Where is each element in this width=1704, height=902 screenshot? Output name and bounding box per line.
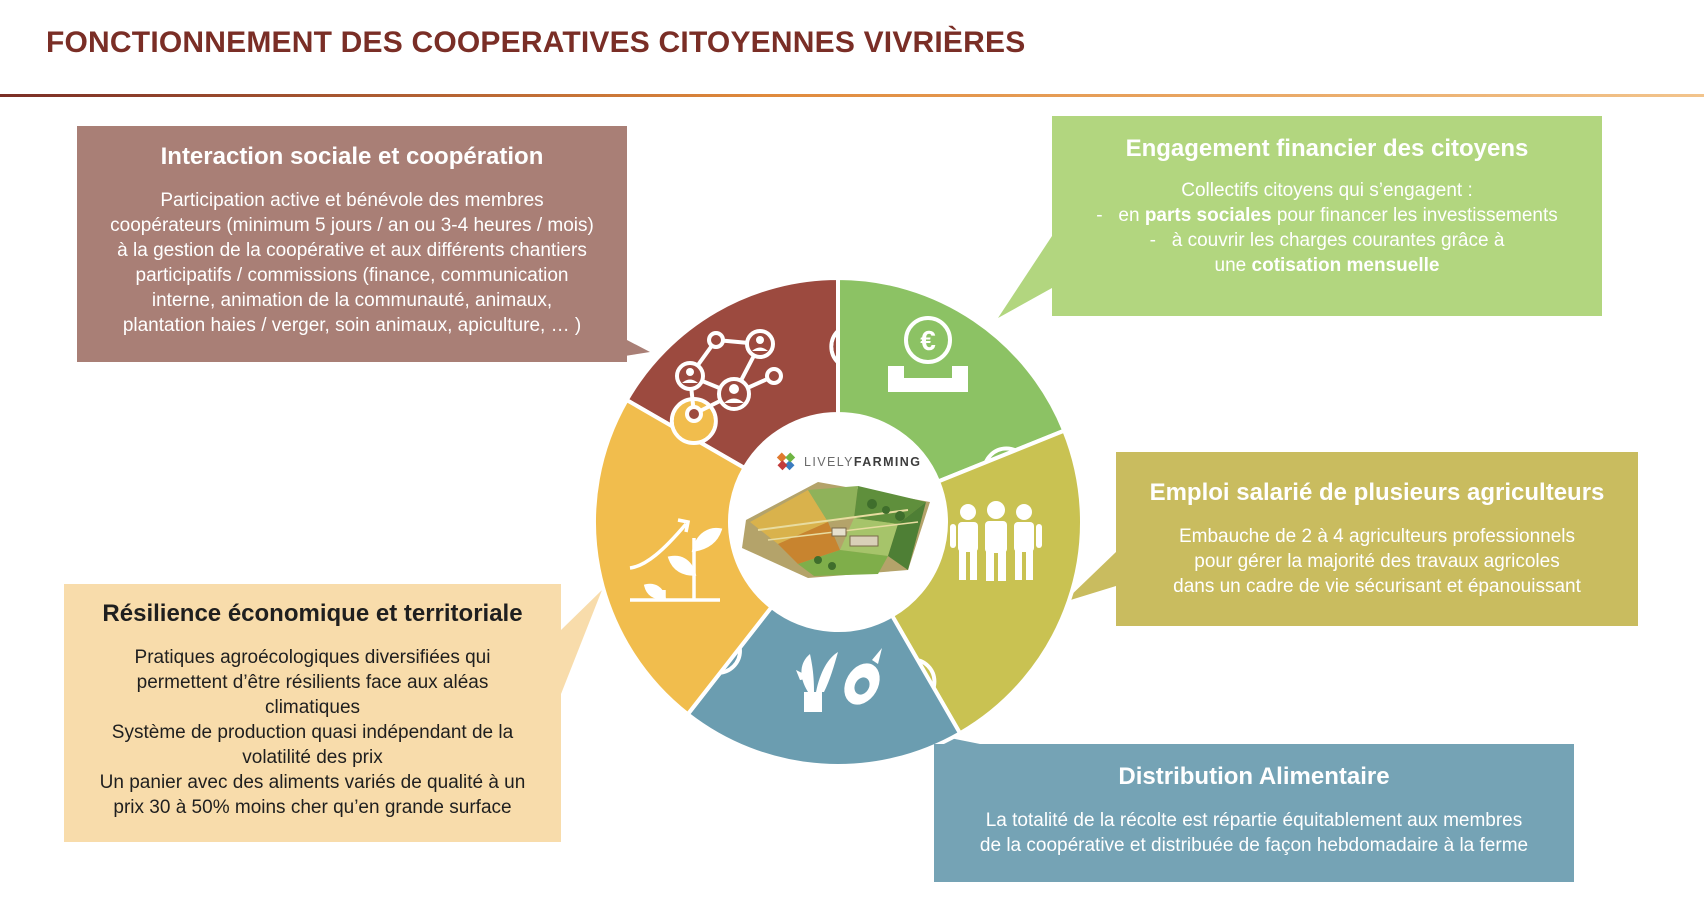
box-distrib-line: La totalité de la récolte est répartie é… [985, 810, 1523, 831]
box-resilience-title: Résilience économique et territoriale [102, 600, 523, 627]
growing-plant-icon [629, 518, 723, 602]
box-distrib-body: La totalité de la récolte est répartie é… [946, 808, 1562, 858]
box-finance-body: Collectifs citoyens qui s’engagent : - e… [1064, 178, 1590, 278]
box-social-interaction: Interaction sociale et coopération Parti… [77, 126, 627, 362]
box-finance-item-2: - à couvrir les charges courantes grâce … [1149, 230, 1505, 251]
box-social-line: coopérateurs (minimum 5 jours / an ou 3-… [110, 215, 594, 236]
box-social-line: plantation haies / verger, soin animaux,… [122, 315, 582, 336]
box-financial-engagement: Engagement financier des citoyens Collec… [1052, 116, 1602, 316]
pointer-finance [998, 236, 1052, 318]
puzzle-ring [592, 275, 1084, 768]
box-social-body: Participation active et bénévole des mem… [89, 188, 615, 338]
box-social-line: participatifs / commissions (finance, co… [135, 265, 569, 286]
box-distrib-line: de la coopérative et distribuée de façon… [979, 835, 1529, 856]
box-finance-item-3: une cotisation mensuelle [1064, 253, 1590, 278]
box-salaried-employment: Emploi salarié de plusieurs agriculteurs… [1116, 452, 1638, 626]
box-social-title: Interaction sociale et coopération [160, 143, 544, 170]
item-1-bold: parts sociales [1144, 205, 1272, 226]
box-food-distribution: Distribution Alimentaire La totalité de … [934, 744, 1574, 882]
box-resilience-line: Système de production quasi indépendant … [111, 722, 514, 743]
box-finance-intro: Collectifs citoyens qui s’engagent : [1181, 180, 1473, 201]
box-emploi-line: pour gérer la majorité des travaux agric… [1194, 551, 1560, 572]
puzzle-segment-resilience [592, 397, 775, 718]
vegetables-icon [796, 648, 882, 712]
box-social-line: à la gestion de la coopérative et aux di… [117, 240, 587, 261]
box-resilience-line: prix 30 à 50% moins cher qu’en grande su… [113, 797, 512, 818]
euro-coin-box-icon: € [888, 316, 968, 392]
page-title: FONCTIONNEMENT DES COOPERATIVES CITOYENN… [46, 26, 1026, 59]
item-1-suffix: pour financer les investissements [1271, 205, 1558, 226]
logo-text-bold: FARMING [854, 455, 921, 469]
box-resilience-line: Un panier avec des aliments variés de qu… [99, 772, 526, 793]
svg-text:LIVELYFARMING: LIVELYFARMING [804, 455, 921, 469]
box-resilience-line: climatiques [264, 697, 361, 718]
item-3-bold: cotisation mensuelle [1251, 255, 1440, 276]
box-resilience-line: volatilité des prix [242, 747, 383, 768]
box-social-line: Participation active et bénévole des mem… [160, 190, 544, 211]
box-resilience: Résilience économique et territoriale Pr… [64, 584, 561, 842]
box-finance-item-1: - en parts sociales pour financer les in… [1064, 203, 1590, 228]
box-distrib-title: Distribution Alimentaire [1118, 763, 1390, 790]
pointer-resilience [561, 590, 602, 694]
box-emploi-title: Emploi salarié de plusieurs agriculteurs [1149, 479, 1605, 506]
farm-landscape-icon [742, 482, 930, 578]
box-emploi-body: Embauche de 2 à 4 agriculteurs professio… [1128, 524, 1626, 599]
box-resilience-line: Pratiques agroécologiques diversifiées q… [134, 647, 491, 668]
box-emploi-line: Embauche de 2 à 4 agriculteurs professio… [1178, 526, 1576, 547]
box-emploi-line: dans un cadre de vie sécurisant et épano… [1173, 576, 1581, 597]
title-divider [0, 94, 1704, 97]
item-1-prefix: - en [1096, 205, 1145, 226]
network-people-icon [675, 329, 783, 423]
item-3-prefix: une [1214, 255, 1252, 276]
logo-text-plain: LIVELY [804, 455, 854, 469]
box-resilience-body: Pratiques agroécologiques diversifiées q… [76, 645, 549, 820]
puzzle-segment-emploi [889, 427, 1084, 737]
box-social-line: interne, animation de la communauté, ani… [151, 290, 553, 311]
box-finance-title: Engagement financier des citoyens [1125, 135, 1529, 162]
svg-text:€: € [920, 325, 936, 356]
pointer-emploi [1064, 552, 1116, 602]
three-workers-icon [950, 501, 1042, 581]
box-resilience-line: permettent d’être résilients face aux al… [136, 672, 489, 693]
